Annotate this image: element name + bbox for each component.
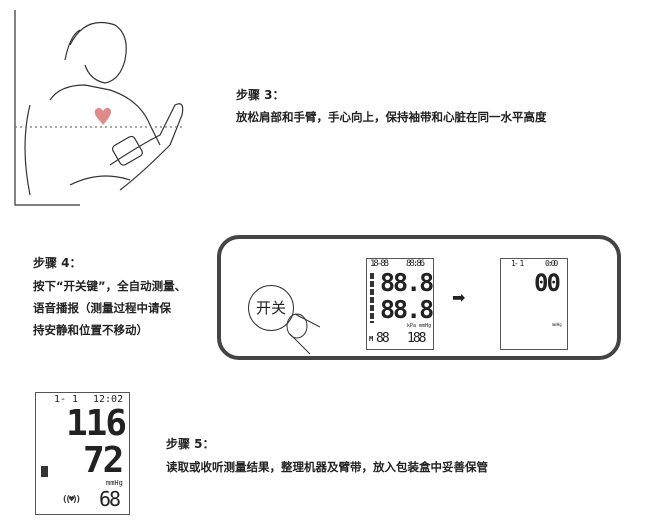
lcd-time: 0:00 <box>545 259 558 268</box>
lcd-diastolic: 88.8 <box>380 295 434 324</box>
heart-icon: ((♥)) <box>62 495 81 505</box>
lcd-time: 12:02 <box>93 394 124 405</box>
step3-title: 步骤 3： <box>236 88 285 102</box>
step4-title: 步骤 4： <box>33 256 82 270</box>
lcd-memory: 88 <box>376 331 390 346</box>
step3-text: 放松肩部和手臂，手心向上，保持袖带和心脏在同一水平高度 <box>236 110 547 124</box>
finger-icon <box>286 313 321 355</box>
lcd-pulse: 188 <box>407 331 427 346</box>
lcd-zero: 1- 1 0:00 00 mmHg <box>500 258 568 350</box>
arrow-right-icon: ➡ <box>452 288 466 307</box>
lcd-date: 1- 1 <box>511 259 524 268</box>
power-button[interactable]: 开关 <box>248 285 294 331</box>
step4-line: 语音播报（测量过程中请保 <box>33 301 171 315</box>
step5-text: 读取或收听测量结果，整理机器及臂带，放入包装盒中妥善保管 <box>166 460 488 474</box>
lcd-pulse: 68 <box>99 487 121 511</box>
lcd-unit: mmHg <box>106 479 123 487</box>
step4-line: 持安静和位置不移动） <box>33 323 148 337</box>
lcd-time: 88:86 <box>406 259 425 269</box>
step4-line: 按下“开关键”，全自动测量、 <box>33 279 187 293</box>
lcd-systolic: 88.8 <box>380 268 434 297</box>
lcd-unit: mmHg <box>552 322 562 327</box>
lcd-memory-label: M <box>369 335 373 343</box>
lcd-systolic: 116 <box>66 403 127 444</box>
person-measuring-illustration <box>14 10 185 206</box>
lcd-date: 1- 1 <box>54 394 79 405</box>
lcd-level-bar <box>370 273 374 323</box>
step4-frame <box>217 235 621 360</box>
step5-title: 步骤 5： <box>166 437 215 451</box>
lcd-full-segments: 18-88 88:86 88.8 88.8 kPa mmHg M 88 188 <box>366 258 434 350</box>
lcd-diastolic: 72 <box>83 440 124 481</box>
lcd-units: kPa mmHg <box>407 323 432 329</box>
step4-text: 按下“开关键”，全自动测量、 语音播报（测量过程中请保 持安静和位置不移动） <box>33 275 186 341</box>
lcd-date: 18-88 <box>370 259 389 269</box>
lcd-result: 1- 1 12:02 116 72 mmHg ((♥)) 68 <box>35 392 130 515</box>
lcd-level-bar <box>41 466 48 477</box>
heart-icon <box>94 107 112 125</box>
lcd-value: 00 <box>534 269 561 297</box>
